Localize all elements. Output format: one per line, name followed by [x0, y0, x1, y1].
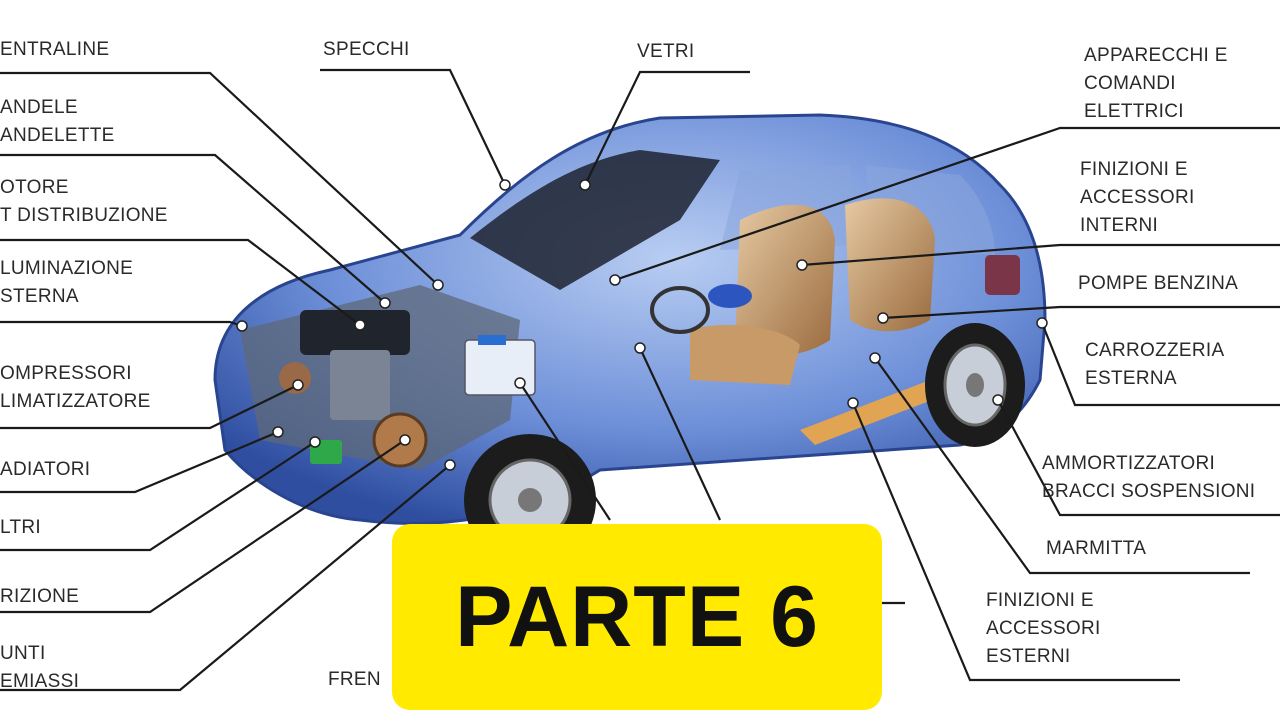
label-vetri: VETRI — [637, 41, 695, 62]
leader-lines — [0, 68, 1280, 692]
parte-banner: PARTE 6 — [392, 524, 882, 710]
label-pompe: POMPE BENZINA — [1078, 273, 1239, 294]
label-radiatori: ADIATORI — [0, 459, 91, 480]
rear-wheel — [925, 323, 1025, 447]
label-marmitta: MARMITTA — [1046, 538, 1147, 559]
leader-dots — [236, 179, 1048, 471]
banner-text: PARTE 6 — [455, 568, 819, 665]
label-frizione: RIZIONE — [0, 586, 80, 607]
label-filtri: LTRI — [0, 517, 41, 538]
label-freni: FREN — [328, 669, 381, 690]
label-centraline: ENTRALINE — [0, 39, 110, 60]
label-specchi: SPECCHI — [323, 39, 410, 60]
car-body — [213, 113, 1047, 525]
